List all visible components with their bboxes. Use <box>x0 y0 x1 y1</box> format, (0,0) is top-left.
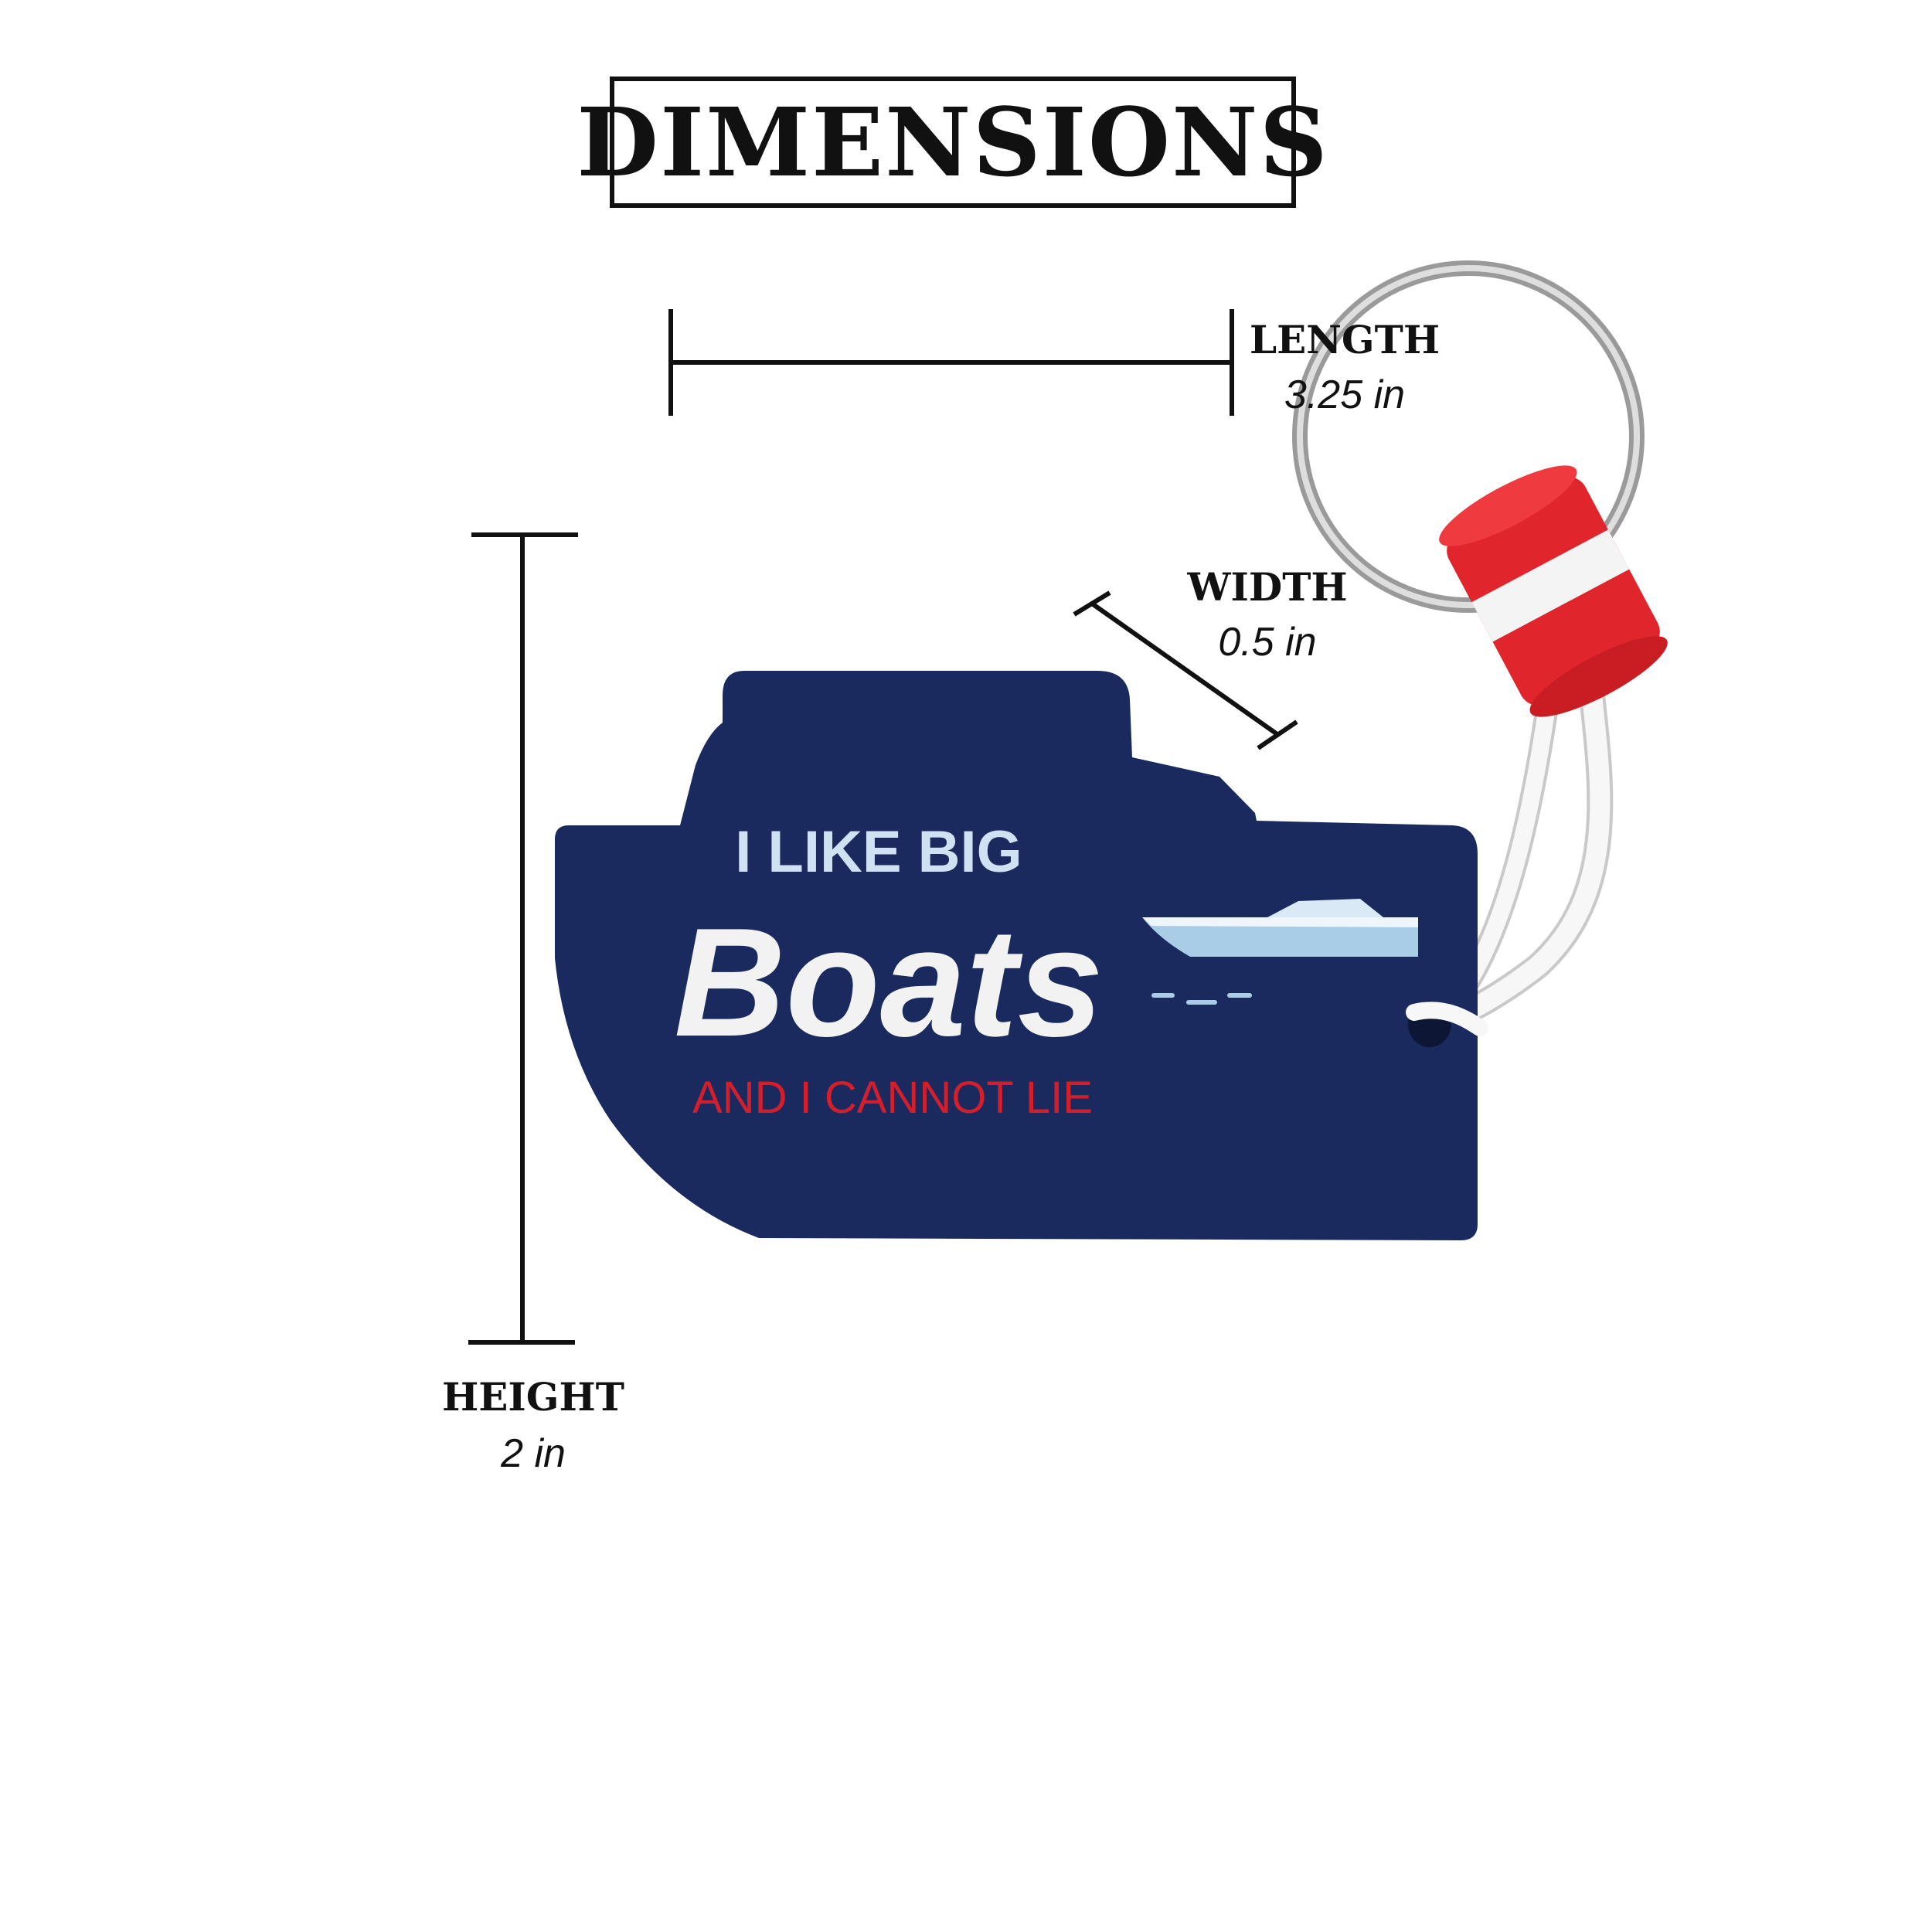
key-ring-icon <box>1292 260 1645 613</box>
height-dimension-line <box>468 532 578 1345</box>
page-title: DIMENSIONS <box>577 87 1329 198</box>
length-label: LENGTH <box>1249 317 1440 362</box>
length-value: 3.25 in <box>1284 372 1406 417</box>
tag-line-2: Boats <box>674 896 1104 1069</box>
width-dimension-line <box>1073 590 1298 750</box>
height-value: 2 in <box>501 1431 566 1476</box>
height-label: HEIGHT <box>442 1374 624 1420</box>
width-label: WIDTH <box>1187 564 1348 610</box>
tag-line-1: I LIKE BIG <box>735 819 1022 885</box>
float-barrel-icon <box>1439 465 1668 717</box>
boat-keychain-body <box>555 671 1478 1240</box>
motorboat-print-icon <box>1142 899 1418 1005</box>
width-value: 0.5 in <box>1218 620 1317 665</box>
length-dimension-line <box>668 309 1234 416</box>
tag-line-3: AND I CANNOT LIE <box>692 1073 1093 1123</box>
title-frame: DIMENSIONS <box>577 77 1328 208</box>
